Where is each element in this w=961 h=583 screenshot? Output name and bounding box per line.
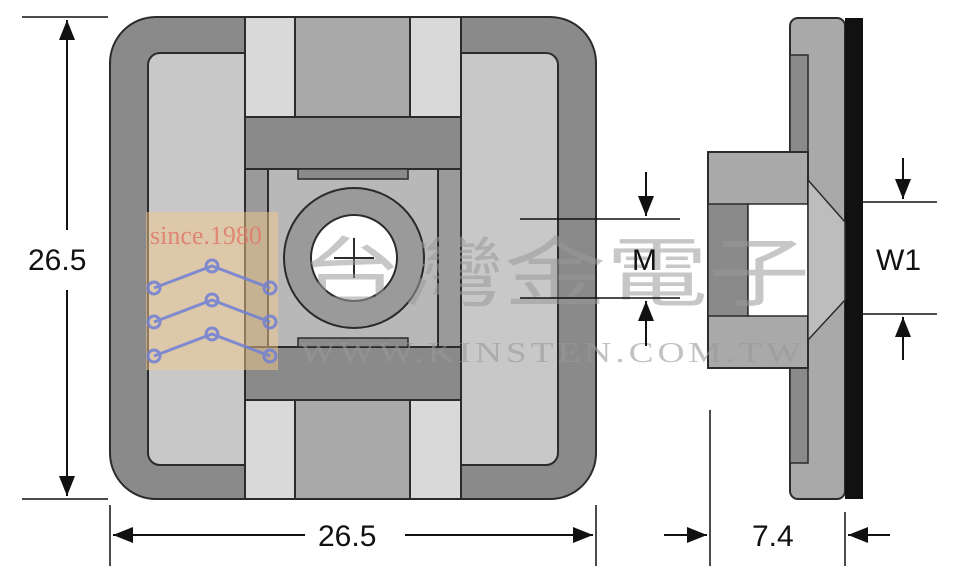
dim-width-label: 26.5	[318, 520, 376, 553]
dim-thickness-label: 7.4	[752, 520, 794, 553]
watermark-badge	[146, 212, 278, 370]
side-head-inner	[707, 203, 749, 317]
side-slot-opening	[747, 203, 809, 317]
slot-bottom-left	[244, 399, 296, 500]
dim-height: 26.5	[22, 16, 108, 500]
side-web	[807, 178, 846, 342]
dim-width: 26.5	[109, 505, 597, 566]
watermark: since.1980 台灣金電子 WWW.KINSTEN.COM.TW	[146, 212, 810, 370]
adhesive-layer	[845, 18, 863, 499]
side-view	[707, 17, 863, 500]
dim-w1-label: W1	[876, 244, 921, 277]
recess-right-rail	[437, 168, 462, 348]
recess-top-lip	[297, 168, 409, 180]
watermark-company-name: 台灣金電子	[300, 229, 810, 318]
dim-w1: W1	[862, 158, 937, 360]
dim-height-label: 26.5	[28, 244, 86, 277]
dim-thickness: 7.4	[664, 410, 890, 566]
circuit-icon	[146, 258, 278, 364]
dim-slot-m-label: M	[632, 244, 657, 277]
slot-bottom-right	[409, 399, 462, 500]
recess-bottom-lip	[297, 337, 409, 348]
slot-top-right	[409, 16, 462, 118]
crossbar-bottom	[244, 346, 462, 401]
dim-slot-m: M	[520, 172, 680, 346]
watermark-url: WWW.KINSTEN.COM.TW	[300, 338, 805, 369]
watermark-badge-text: since.1980	[150, 221, 262, 250]
slot-top-left	[244, 16, 296, 118]
crossbar-top	[244, 116, 462, 170]
